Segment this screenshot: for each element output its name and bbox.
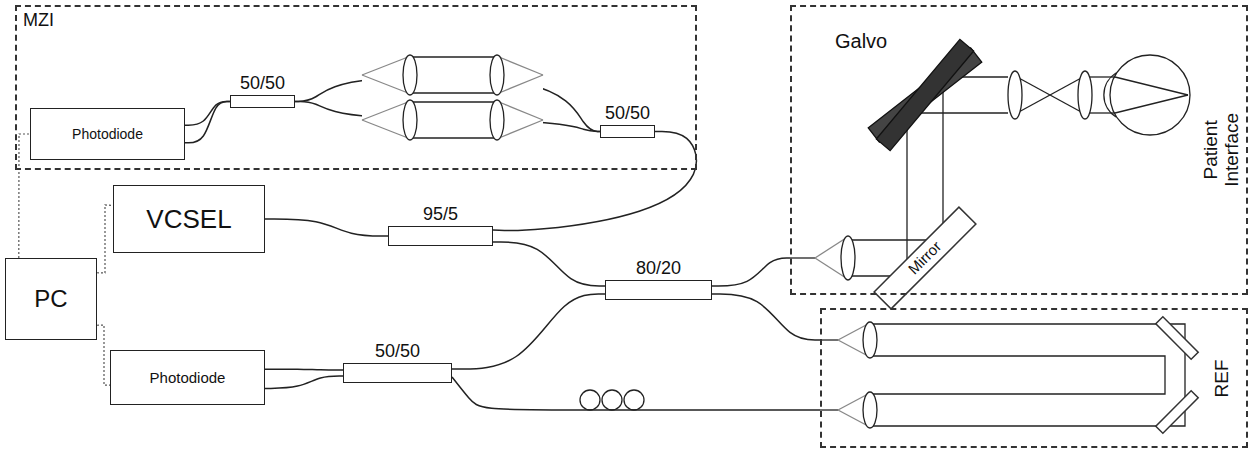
mzi-arm-bottom xyxy=(362,98,543,142)
optic-path xyxy=(872,356,1165,394)
optic-line xyxy=(412,137,495,138)
optic-line xyxy=(362,75,408,93)
optic-rect xyxy=(1156,391,1198,433)
optic-line xyxy=(362,102,408,120)
box-label: Photodiode xyxy=(150,369,226,386)
optic-path xyxy=(872,324,1185,426)
optical-fiber xyxy=(712,258,790,286)
optical-fiber xyxy=(712,294,820,340)
fiber-coupler: 50/50 xyxy=(600,125,655,138)
group-box: MZIPhotodiode50/5050/50 xyxy=(15,5,697,170)
optic-line xyxy=(499,57,543,75)
fiber-coupler: 50/50 xyxy=(230,95,295,108)
optic-line xyxy=(362,120,408,138)
optic-line xyxy=(1115,77,1188,95)
optic-line xyxy=(412,56,495,57)
optic-rect xyxy=(362,53,543,97)
optic-line xyxy=(1017,77,1083,113)
optic-line xyxy=(1115,95,1188,113)
optic-ellipse xyxy=(490,100,504,140)
split-ratio: 80/20 xyxy=(636,259,681,279)
optic-line xyxy=(790,257,815,258)
group-title: Patient Interface xyxy=(1201,100,1243,200)
optic-line xyxy=(820,339,838,340)
optic-circle xyxy=(580,390,600,410)
group-title: MZI xyxy=(23,10,54,31)
optical-fiber xyxy=(493,242,605,286)
vertical-title-holder: REF xyxy=(1200,310,1244,446)
optic-circle xyxy=(602,390,622,410)
optical-fiber xyxy=(493,131,696,230)
box-label: Photodiode xyxy=(72,126,143,142)
fiber-coupler: 80/20 xyxy=(605,280,712,300)
mzi-arm-top xyxy=(362,53,543,97)
optic-rect xyxy=(876,39,973,150)
optic-line xyxy=(412,101,495,102)
optic-ellipse xyxy=(403,100,417,140)
optic-line xyxy=(820,409,838,410)
polarization-paddles xyxy=(580,390,644,410)
fiber-coupler: 95/5 xyxy=(388,226,493,246)
optic-line xyxy=(499,75,543,93)
sample-arm-optics xyxy=(790,39,1190,308)
split-ratio: 50/50 xyxy=(240,74,285,94)
computer-box: PC xyxy=(5,258,97,340)
group-box: REF xyxy=(820,308,1248,448)
optic-line xyxy=(499,120,543,138)
laser-box: VCSEL xyxy=(113,185,265,253)
optic-ellipse xyxy=(863,322,877,358)
optical-fiber xyxy=(452,377,820,410)
box-label: VCSEL xyxy=(146,204,231,235)
control-wire xyxy=(19,134,30,258)
vertical-title-holder: Patient Interface xyxy=(1200,7,1244,293)
optical-fiber xyxy=(185,101,230,142)
detector-box: Photodiode xyxy=(110,350,265,405)
control-wire xyxy=(97,205,113,273)
optical-fiber xyxy=(185,101,230,125)
optic-ellipse xyxy=(841,236,855,280)
optical-fiber xyxy=(265,219,388,236)
detector-box: Photodiode xyxy=(30,108,185,160)
split-ratio: 95/5 xyxy=(423,205,458,225)
optic-circle xyxy=(624,390,644,410)
optical-fiber xyxy=(265,376,343,389)
optic-ellipse xyxy=(1008,71,1022,119)
optic-circle xyxy=(1110,55,1190,135)
fiber-coupler: 50/50 xyxy=(343,363,452,383)
optic-line xyxy=(362,57,408,75)
optic-line xyxy=(412,92,495,93)
reference-arm-optics xyxy=(820,317,1198,433)
optic-line xyxy=(942,77,943,240)
optic-rect xyxy=(1156,317,1198,359)
optic-line xyxy=(906,113,907,276)
optical-fiber xyxy=(265,368,343,370)
optic-ellipse xyxy=(403,55,417,95)
part-name: Galvo xyxy=(835,30,887,52)
control-wire xyxy=(97,325,110,385)
split-ratio: 50/50 xyxy=(605,104,650,124)
optic-line xyxy=(1017,77,1083,113)
optic-rect xyxy=(362,98,543,142)
group-title: REF xyxy=(1212,328,1233,428)
split-ratio: 50/50 xyxy=(375,342,420,362)
optic-ellipse xyxy=(1078,71,1092,119)
optic-ellipse xyxy=(490,55,504,95)
box-label: PC xyxy=(34,285,67,313)
optic-path xyxy=(1104,73,1116,117)
optic-ellipse xyxy=(863,392,877,428)
optical-fiber xyxy=(452,294,605,369)
optic-line xyxy=(499,102,543,120)
